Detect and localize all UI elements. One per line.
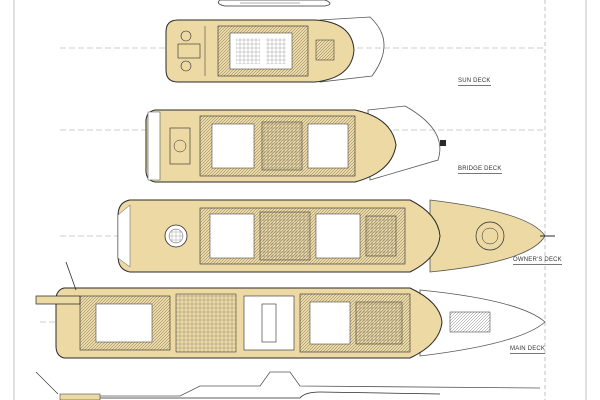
bridge-deck-plan — [145, 105, 446, 183]
owners-deck-plan — [117, 199, 555, 273]
main-deck-plan — [35, 261, 546, 359]
deck-label-main: MAIN DECK — [510, 346, 546, 355]
deck-label-owners: OWNER'S DECK — [513, 257, 562, 266]
deck-label-sun: SUN DECK — [458, 78, 491, 87]
top-deck-fragment — [217, 0, 331, 7]
deck-label-bridge: BRIDGE DECK — [458, 166, 502, 175]
lower-deck-plan — [35, 371, 541, 400]
sun-deck-plan — [165, 16, 385, 83]
